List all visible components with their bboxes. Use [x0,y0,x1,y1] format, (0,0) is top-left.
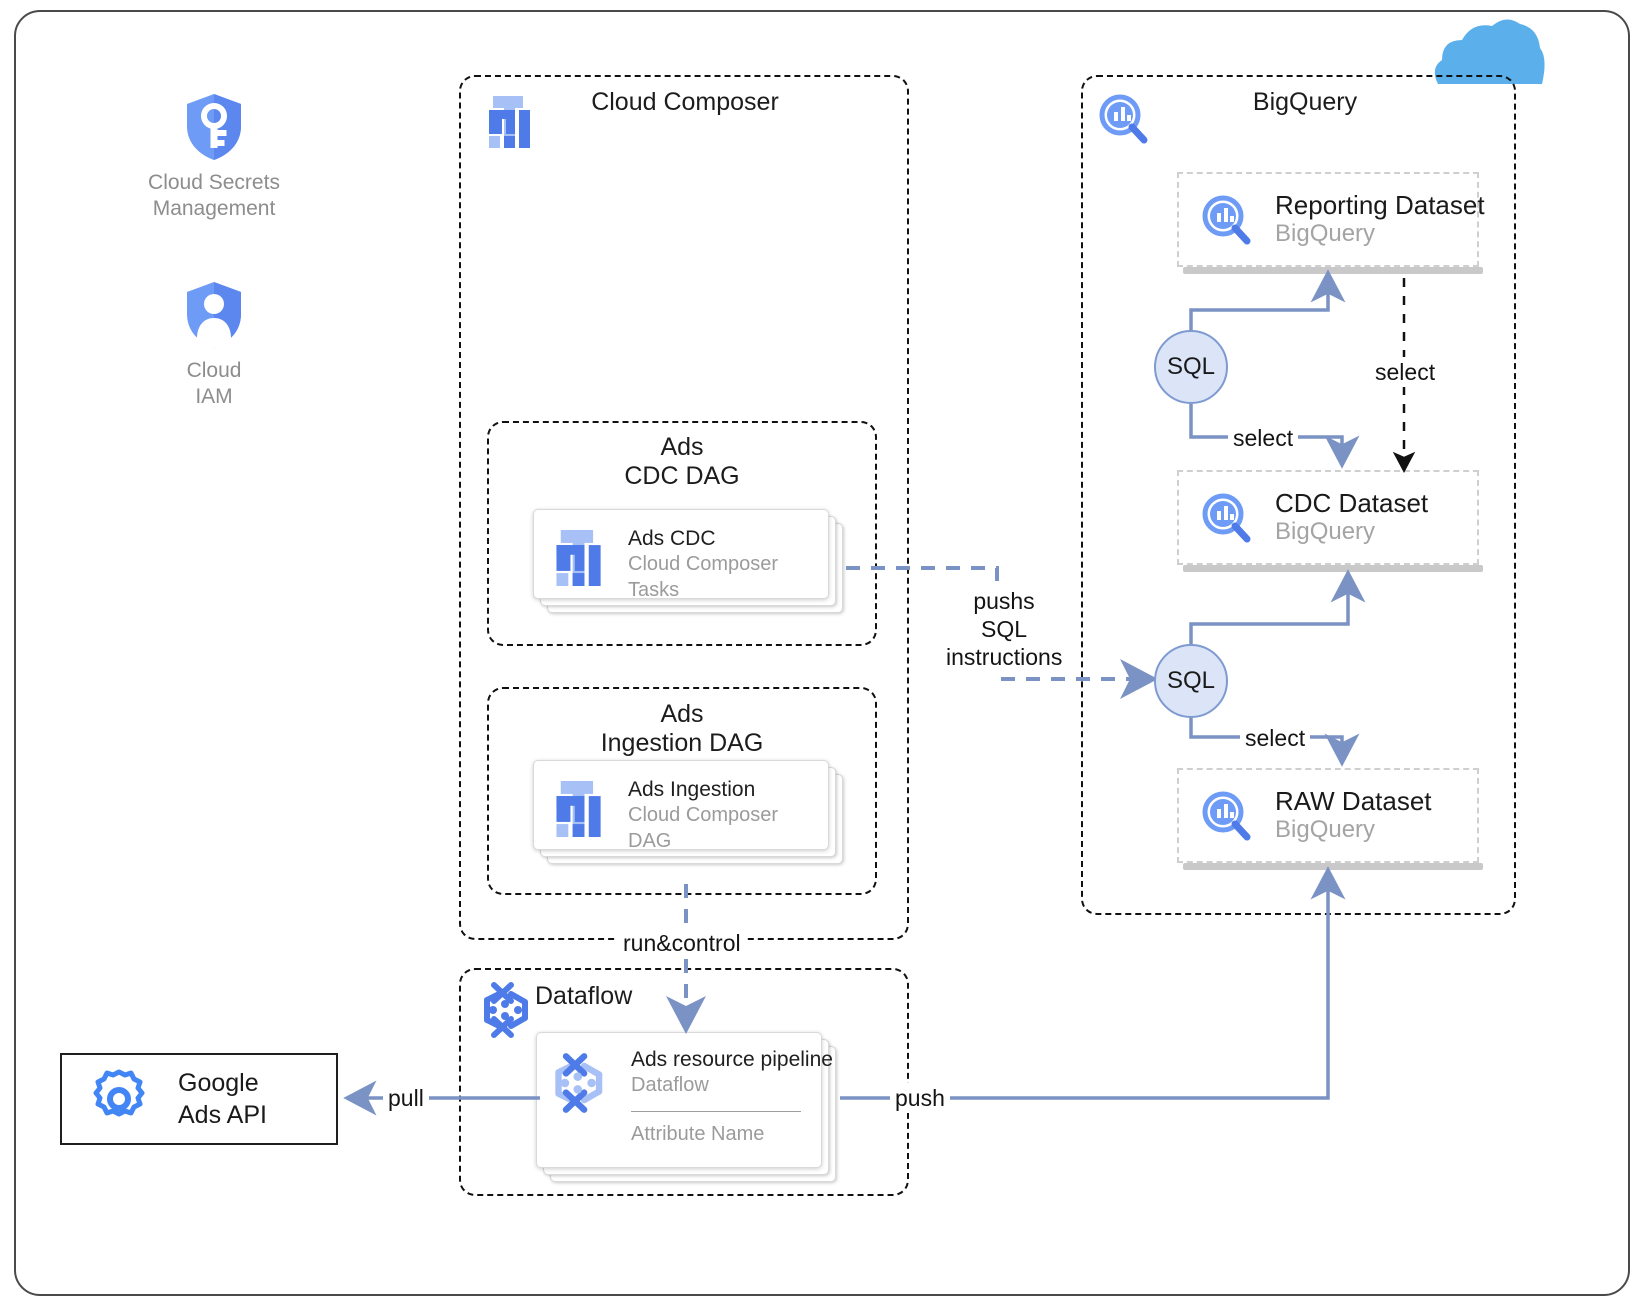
bigquery-icon [1201,194,1253,246]
card-front-sheet[interactable]: Ads Ingestion Cloud Composer DAG [533,760,829,852]
edge-label-select-cdc-from-top-sql: select [1228,423,1299,454]
service-cloud-iam: Cloud IAM [120,280,308,411]
card-front-sheet[interactable]: Ads CDC Cloud Composer Tasks [533,509,829,601]
card-subtitle: Cloud Composer DAG [628,804,779,852]
card-ads-cdc[interactable]: Ads CDC Cloud Composer Tasks [533,509,843,613]
group-ads-cdc-dag [487,421,877,646]
external-label: Google Ads API [178,1069,267,1129]
dataset-card-reporting[interactable]: Reporting Dataset BigQuery [1177,172,1485,274]
dataset-title: CDC Dataset [1275,487,1429,518]
card-subtitle: Dataflow [631,1074,709,1097]
sql-node-label: SQL [1166,667,1216,694]
group-title-ads-ingestion-dag: Ads Ingestion DAG [600,700,764,757]
dataset-subtitle: BigQuery [1275,220,1376,248]
external-google-ads-api[interactable]: Google Ads API [60,1053,338,1145]
service-label: Cloud Secrets Management [148,171,280,221]
group-title-ads-cdc-dag: Ads CDC DAG [624,433,740,490]
shield-key-icon [184,92,244,162]
card-attribute: Attribute Name [631,1122,765,1145]
edge-label-run-control: run&control [618,928,746,959]
dataset-title: Reporting Dataset [1275,189,1485,220]
service-cloud-secrets-management: Cloud Secrets Management [120,92,308,223]
group-title-dataflow: Dataflow [535,982,633,1010]
edge-label-pull: pull [383,1083,429,1114]
sql-node-top[interactable]: SQL [1154,330,1228,404]
bigquery-icon [1201,492,1253,544]
edge-label-select-black: select [1370,357,1441,388]
dataflow-icon [481,980,537,1040]
dataflow-icon [551,1051,613,1113]
dataset-subtitle: BigQuery [1275,518,1376,546]
card-title: Ads Ingestion [628,778,756,801]
bigquery-icon [1098,93,1150,147]
diagram-outer-frame [14,10,1630,1296]
card-front-sheet[interactable]: Ads resource pipeline Dataflow Attribute… [536,1032,833,1168]
card-title: Ads CDC [628,527,716,550]
group-title-cloud-composer: Cloud Composer [591,88,779,116]
edge-label-push: push [890,1083,950,1114]
cloud-icon [1428,14,1548,84]
edge-label-pushs-sql-instructions: pushs SQL instructions [941,586,1067,673]
dataset-card-raw[interactable]: RAW Dataset BigQuery [1177,768,1483,870]
bigquery-icon [1201,790,1253,842]
dataset-title: RAW Dataset [1275,785,1432,816]
dataset-card-cdc[interactable]: CDC Dataset BigQuery [1177,470,1483,572]
card-ads-ingestion[interactable]: Ads Ingestion Cloud Composer DAG [533,760,843,864]
card-title: Ads resource pipeline [631,1048,833,1071]
cloud-composer-icon [485,96,533,148]
group-ads-ingestion-dag [487,687,877,895]
sql-node-bottom[interactable]: SQL [1154,644,1228,718]
cloud-composer-icon [552,530,610,588]
card-subtitle: Cloud Composer Tasks [628,553,779,601]
card-divider [631,1110,801,1112]
dataset-subtitle: BigQuery [1275,816,1376,844]
card-ads-resource-pipeline[interactable]: Ads resource pipeline Dataflow Attribute… [536,1032,836,1182]
sql-node-label: SQL [1166,353,1216,380]
group-title-bigquery: BigQuery [1252,88,1358,116]
shield-person-icon [184,280,244,350]
service-label: Cloud IAM [186,359,242,409]
gear-icon [88,1068,150,1130]
edge-label-select-raw: select [1240,723,1311,754]
cloud-composer-icon [552,781,610,839]
